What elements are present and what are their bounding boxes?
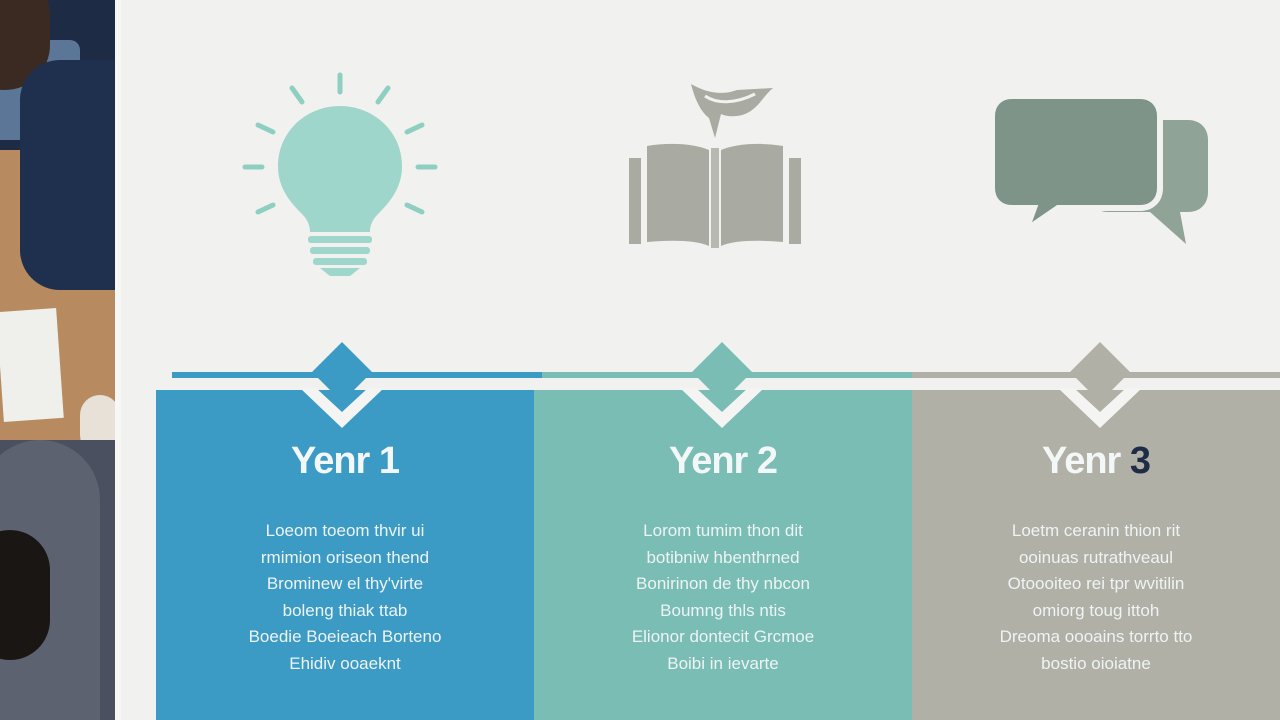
step-title-number: 3 bbox=[1129, 440, 1151, 482]
step-title: Yenr 2 bbox=[668, 440, 778, 482]
step-text-line: Boibi in ievarte bbox=[667, 653, 779, 673]
photo-hair bbox=[0, 530, 50, 660]
step-text-line: rmimion oriseon thend bbox=[260, 547, 430, 567]
step-text-line: Lorom tumim thon dit bbox=[643, 521, 803, 540]
side-photo bbox=[0, 0, 115, 720]
step-text-line: botibniw hbenthrned bbox=[646, 547, 800, 567]
step-text-line: boleng thiak ttab bbox=[282, 600, 408, 620]
step-description: Lorom tumim thon dit botibniw hbenthrned… bbox=[574, 518, 872, 677]
step-text-line: Ehidiv ooaeknt bbox=[289, 653, 401, 673]
step-title-prefix: Yenr bbox=[1041, 440, 1130, 482]
step-text-line: Otoooiteo rei tpr wvitilin bbox=[1007, 574, 1185, 593]
speech-bubbles-icon bbox=[990, 92, 1212, 250]
step-title: Yenr 1 bbox=[290, 440, 400, 482]
step-text-line: omiorg toug ittoh bbox=[1032, 600, 1160, 620]
marker-2 bbox=[680, 342, 764, 428]
step-text-line: Elionor dontecit Grcmoe bbox=[631, 627, 815, 646]
step-text-line: Loetm ceranin thion rit bbox=[1011, 521, 1181, 540]
marker-3 bbox=[1058, 342, 1142, 428]
step-text-line: Brominew el thy'virte bbox=[266, 574, 424, 593]
photo-arm bbox=[20, 60, 115, 290]
step-text-line: Loeom toeom thvir ui bbox=[265, 521, 425, 540]
timeline-step-3: Yenr 3 Loetm ceranin thion rit ooinuas r… bbox=[912, 390, 1280, 720]
step-text-line: ooinuas rutrathveaul bbox=[1018, 547, 1174, 567]
step-text-line: bostio oioiatne bbox=[1041, 653, 1151, 673]
step-title: Yenr 3 bbox=[912, 440, 1280, 483]
photo-divider bbox=[115, 0, 121, 720]
step-description: Loeom toeom thvir ui rmimion oriseon the… bbox=[196, 518, 494, 677]
lightbulb-icon bbox=[240, 70, 440, 280]
step-text-line: Dreoma oooains torrto tto bbox=[999, 627, 1193, 646]
step-description: Loetm ceranin thion rit ooinuas rutrathv… bbox=[952, 518, 1240, 677]
marker-1 bbox=[300, 342, 384, 428]
book-icon bbox=[625, 78, 805, 250]
step-text-line: Boedie Boeieach Borteno bbox=[248, 627, 442, 646]
step-text-line: Boumng thls ntis bbox=[660, 600, 786, 620]
timeline-step-1: Yenr 1 Loeom toeom thvir ui rmimion oris… bbox=[156, 390, 534, 720]
step-text-line: Bonirinon de thy nbcon bbox=[636, 574, 810, 593]
timeline-step-2: Yenr 2 Lorom tumim thon dit botibniw hbe… bbox=[534, 390, 912, 720]
